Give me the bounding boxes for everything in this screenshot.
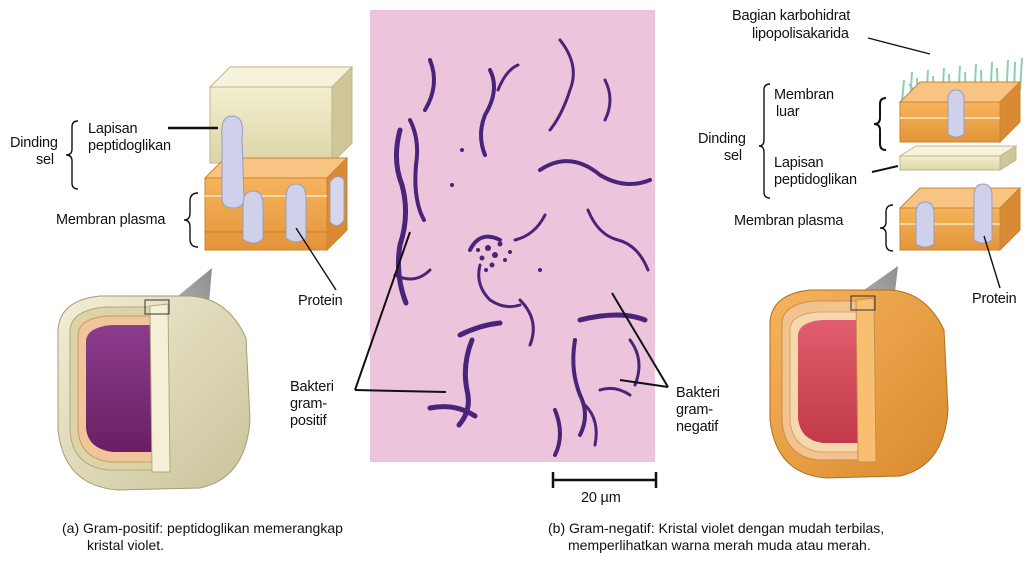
gram-negative-block (900, 58, 1022, 250)
label-sel-left: sel (36, 152, 54, 169)
label-sel-right: sel (724, 148, 742, 165)
protein-shape (286, 184, 306, 242)
label-membran-plasma-right: Membran plasma (734, 213, 843, 230)
gram-positive-block (205, 67, 352, 250)
caption-gram-positive-line1: (a) Gram-positif: peptidoglikan memerang… (62, 520, 343, 537)
label-carbohydrate-1: Bagian karbohidrat (732, 8, 850, 25)
protein-shape (948, 90, 964, 137)
label-dinding-right: Dinding (698, 131, 746, 148)
caption-gram-positive-line2: kristal violet. (87, 537, 164, 554)
gram-positive-cell (58, 296, 250, 490)
caption-gram-negative-line2: memperlihatkan warna merah muda atau mer… (568, 537, 871, 554)
label-carbohydrate-2: lipopolisakarida (752, 26, 849, 43)
protein-shape (916, 202, 934, 247)
label-membran-luar-1: Membran (774, 87, 834, 104)
label-bakteri-positif-2: gram- (290, 396, 327, 413)
label-bakteri-negatif-2: gram- (676, 402, 713, 419)
label-lapisan-left: Lapisan (88, 121, 137, 138)
caption-gram-negative-line1: (b) Gram-negatif: Kristal violet dengan … (548, 520, 884, 537)
gram-negative-cell (770, 290, 948, 478)
label-dinding-left: Dinding (10, 135, 58, 152)
protein-shape (974, 184, 992, 243)
protein-shape (222, 116, 244, 208)
label-protein-left: Protein (298, 293, 343, 310)
label-protein-right: Protein (972, 291, 1017, 308)
label-bakteri-negatif-3: negatif (676, 419, 718, 436)
bacteria-cluster (450, 148, 542, 272)
scale-bar-label: 20 µm (581, 490, 621, 507)
protein-shape (243, 191, 263, 243)
micrograph-callouts (355, 232, 668, 392)
label-membran-luar-2: luar (776, 104, 799, 121)
label-bakteri-positif-3: positif (290, 413, 326, 430)
label-peptidoglikan-right: peptidoglikan (774, 172, 857, 189)
protein-shape (330, 176, 344, 225)
micrograph-bacteria (395, 40, 650, 455)
label-bakteri-positif-1: Bakteri (290, 379, 334, 396)
label-peptidoglikan-left: peptidoglikan (88, 138, 171, 155)
scale-bar (553, 472, 656, 488)
label-bakteri-negatif-1: Bakteri (676, 385, 720, 402)
label-membran-plasma-left: Membran plasma (56, 212, 165, 229)
label-lapisan-right: Lapisan (774, 155, 823, 172)
